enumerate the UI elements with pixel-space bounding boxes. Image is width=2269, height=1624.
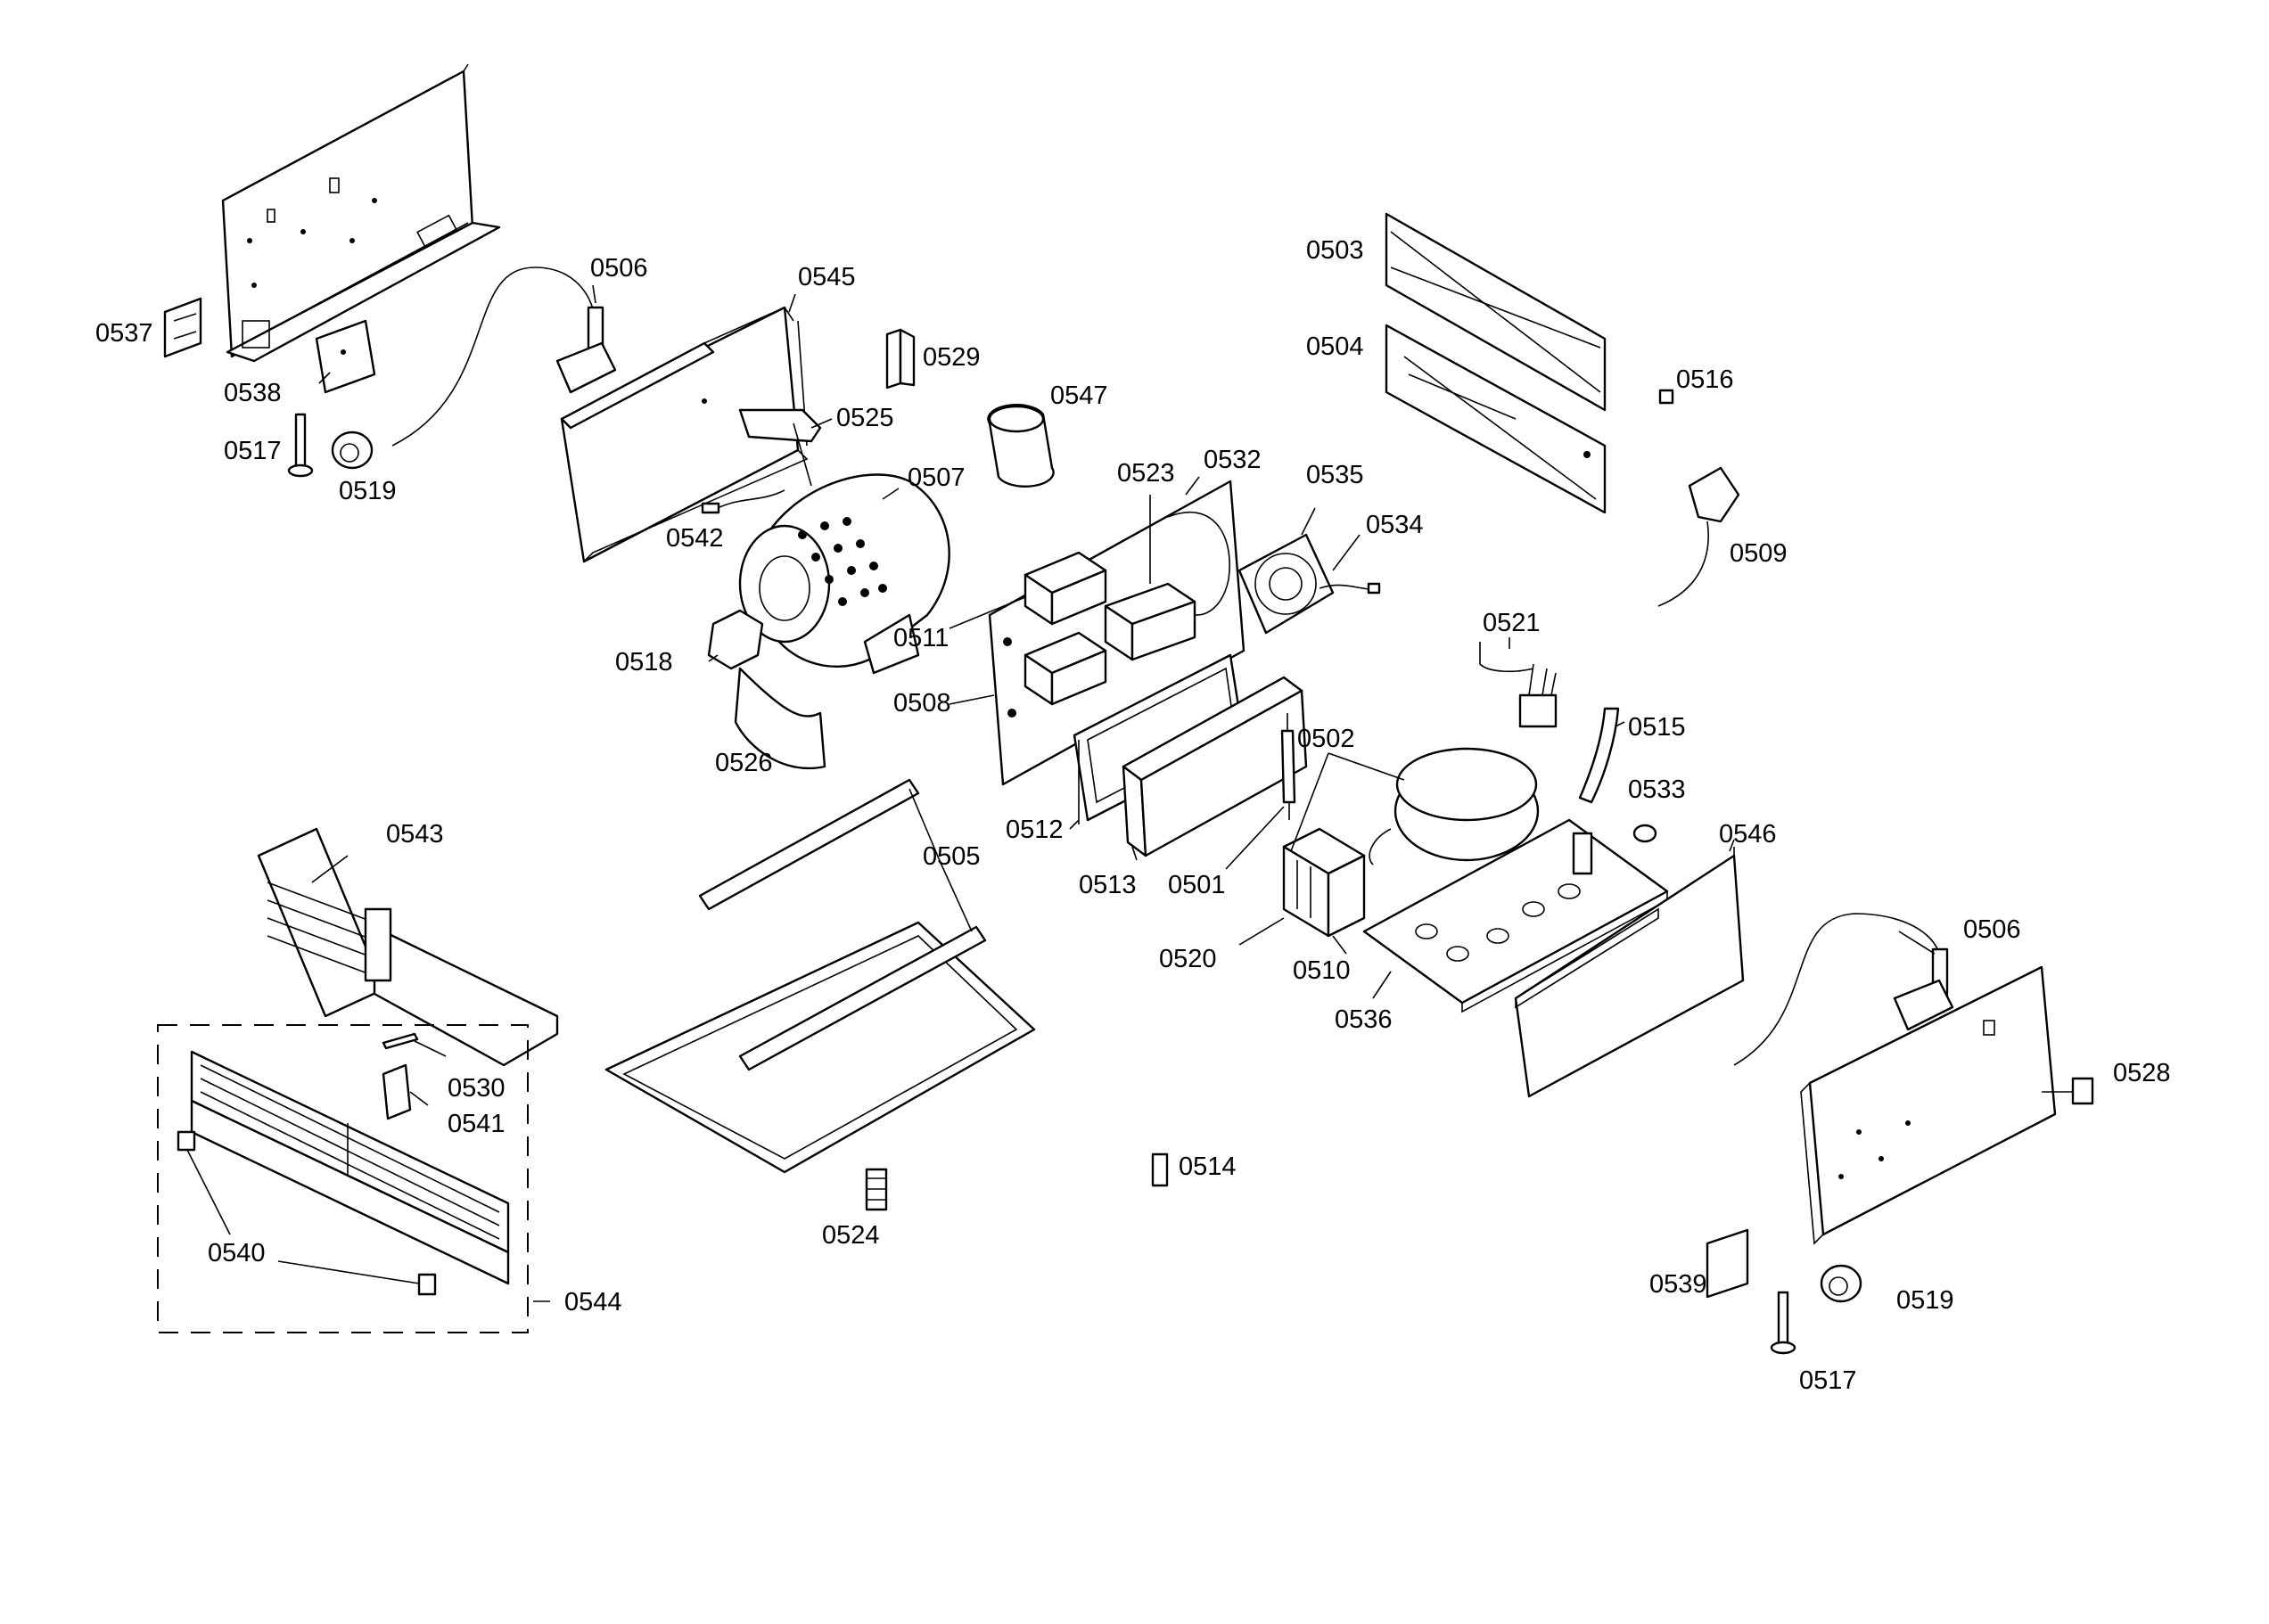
strip-0530 bbox=[382, 1032, 419, 1050]
clip-0537 bbox=[163, 297, 202, 358]
label-0530: 0530 bbox=[448, 1074, 506, 1103]
wire-0542 bbox=[701, 489, 785, 514]
kickplate-0544 bbox=[190, 1050, 510, 1285]
label-0545: 0545 bbox=[798, 263, 856, 291]
label-0543: 0543 bbox=[386, 820, 444, 849]
gasket-0518 bbox=[707, 609, 764, 670]
wire-0534 bbox=[1319, 582, 1381, 595]
spring-0524 bbox=[865, 1168, 888, 1211]
cable-probe-0506-left bbox=[391, 267, 617, 447]
label-0518: 0518 bbox=[615, 648, 673, 677]
leader-lines bbox=[186, 284, 2073, 1302]
plate-0538 bbox=[315, 319, 376, 394]
grille-0543 bbox=[257, 827, 559, 1067]
label-0513: 0513 bbox=[1079, 871, 1137, 899]
label-0501: 0501 bbox=[1168, 871, 1226, 899]
label-0526: 0526 bbox=[715, 749, 773, 777]
label-0517-left: 0517 bbox=[224, 437, 282, 465]
label-0512: 0512 bbox=[1006, 816, 1064, 844]
label-0510: 0510 bbox=[1293, 956, 1351, 985]
relay-0521 bbox=[1479, 642, 1558, 728]
base-plate-0536 bbox=[1362, 818, 1669, 1013]
drier-0501 bbox=[1280, 713, 1296, 820]
side-panel-0546 bbox=[1514, 847, 1745, 1098]
cap-0516 bbox=[1658, 389, 1674, 405]
label-0519-left: 0519 bbox=[339, 477, 397, 505]
power-plug-0509 bbox=[1657, 466, 1740, 607]
bracket-0526 bbox=[734, 667, 826, 770]
transformer-0511 bbox=[1024, 551, 1107, 626]
label-0506-right: 0506 bbox=[1963, 915, 2021, 944]
part-labels: 0537 0538 0517 0519 0506 0545 0529 0525 … bbox=[95, 236, 2171, 1395]
label-0546: 0546 bbox=[1719, 820, 1777, 849]
label-0533: 0533 bbox=[1628, 775, 1686, 804]
label-0508: 0508 bbox=[893, 689, 951, 718]
label-0507: 0507 bbox=[908, 463, 966, 492]
transformer-0523 bbox=[1104, 582, 1196, 661]
label-0542: 0542 bbox=[666, 524, 724, 553]
label-0537: 0537 bbox=[95, 319, 153, 348]
label-0539: 0539 bbox=[1649, 1270, 1707, 1299]
label-0528: 0528 bbox=[2113, 1059, 2171, 1087]
duct-housing-0545 bbox=[560, 306, 809, 563]
fan-0535 bbox=[1237, 533, 1335, 635]
bracket-0525 bbox=[738, 408, 822, 487]
screw-0517-left bbox=[287, 413, 314, 478]
label-0525: 0525 bbox=[836, 404, 894, 432]
label-0509: 0509 bbox=[1730, 539, 1788, 568]
block-0541 bbox=[382, 1063, 412, 1120]
label-0541: 0541 bbox=[448, 1110, 506, 1138]
label-0519-right: 0519 bbox=[1896, 1286, 1954, 1315]
label-0529: 0529 bbox=[923, 343, 981, 372]
label-0534: 0534 bbox=[1366, 511, 1424, 539]
bracket-0529 bbox=[885, 328, 916, 390]
side-bracket-left bbox=[221, 63, 501, 363]
label-0544: 0544 bbox=[564, 1288, 622, 1316]
label-0535: 0535 bbox=[1306, 461, 1364, 489]
cable-probe-0506-right bbox=[1733, 913, 1954, 1066]
side-bracket-right bbox=[1800, 965, 2057, 1245]
cover-box-0520 bbox=[1282, 827, 1366, 938]
label-0517-right: 0517 bbox=[1799, 1366, 1857, 1395]
label-0515: 0515 bbox=[1628, 713, 1686, 742]
label-0540: 0540 bbox=[208, 1239, 266, 1267]
transformer-0508 bbox=[1024, 631, 1107, 706]
label-0503: 0503 bbox=[1306, 236, 1364, 265]
switch-0528 bbox=[2071, 1077, 2094, 1105]
clip-0539 bbox=[1706, 1228, 1749, 1299]
pin-0514 bbox=[1151, 1152, 1169, 1187]
blower-motor-0507 bbox=[738, 473, 950, 675]
label-0511: 0511 bbox=[893, 624, 949, 652]
label-0524: 0524 bbox=[822, 1221, 880, 1250]
label-0502: 0502 bbox=[1297, 725, 1355, 753]
panel-0513 bbox=[1122, 676, 1308, 857]
label-0514: 0514 bbox=[1179, 1152, 1237, 1181]
capacitor-0547 bbox=[987, 403, 1055, 488]
label-0516: 0516 bbox=[1676, 365, 1734, 394]
label-0536: 0536 bbox=[1335, 1005, 1393, 1034]
rail-0505-top bbox=[698, 778, 920, 911]
label-0547: 0547 bbox=[1050, 381, 1108, 410]
label-0532: 0532 bbox=[1204, 446, 1262, 474]
grommet-0533 bbox=[1632, 824, 1657, 843]
tube-0515 bbox=[1578, 707, 1620, 804]
label-0521: 0521 bbox=[1483, 609, 1541, 637]
label-0504: 0504 bbox=[1306, 332, 1364, 361]
panel-0503 bbox=[1385, 212, 1607, 412]
label-0520: 0520 bbox=[1159, 945, 1217, 973]
foot-0519-right bbox=[1820, 1264, 1862, 1303]
label-0538: 0538 bbox=[224, 379, 282, 407]
dashed-box-0544 bbox=[157, 1024, 529, 1333]
pad-0540-upper bbox=[177, 1130, 196, 1152]
panel-0504 bbox=[1385, 324, 1607, 514]
compressor-0502 bbox=[1369, 747, 1540, 865]
pad-0540-lower bbox=[417, 1273, 437, 1296]
tray-0505 bbox=[604, 921, 1036, 1174]
foot-0519-left bbox=[331, 431, 374, 470]
label-0523: 0523 bbox=[1117, 459, 1175, 488]
screw-0517-right bbox=[1770, 1291, 1796, 1355]
label-0506-left: 0506 bbox=[590, 254, 648, 283]
label-0505: 0505 bbox=[923, 842, 981, 871]
